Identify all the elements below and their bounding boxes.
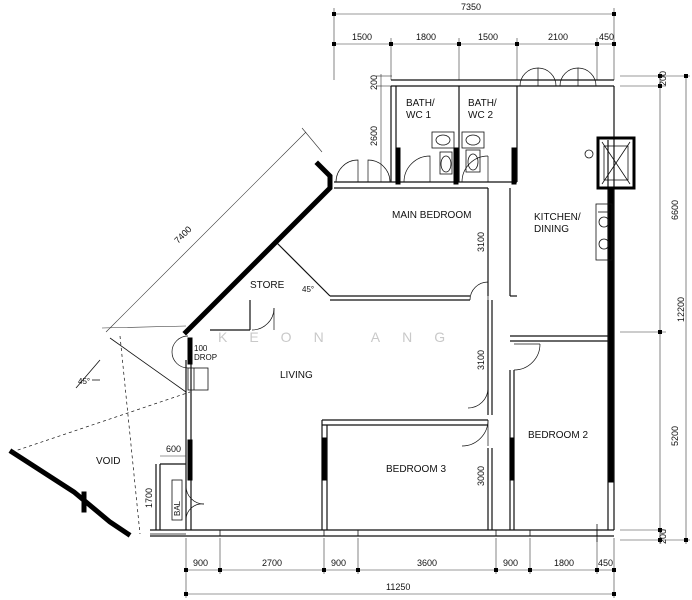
label-store: STORE [250, 280, 285, 291]
watermark: KEON ANG [218, 329, 467, 345]
label-kitchen-line1: KITCHEN/ [534, 212, 581, 223]
dim-interior-3100-a: 3100 [476, 232, 486, 252]
dim-left-bath: 2600 [369, 126, 379, 146]
label-bedroom-2: BEDROOM 2 [528, 430, 588, 441]
dim-interior-3100-b: 3100 [476, 350, 486, 370]
dim-balcony-width: 600 [166, 444, 181, 454]
windows [219, 524, 598, 542]
dim-left-bath-top: 200 [369, 75, 379, 90]
door-swings [171, 67, 597, 521]
dim-bottom-total: 11250 [386, 582, 410, 592]
bottom-dimension-lines [184, 538, 616, 598]
structural-walls [8, 147, 614, 538]
dim-top-4: 2100 [548, 32, 568, 42]
dim-bottom-3: 900 [331, 558, 346, 568]
diagonal-dimension [101, 127, 323, 333]
dim-right-bottom: 200 [658, 529, 668, 544]
dim-bottom-4: 3600 [417, 558, 437, 568]
label-bath2-line2: WC 2 [468, 110, 493, 121]
dim-top-2: 1800 [416, 32, 436, 42]
dim-top-3: 1500 [478, 32, 498, 42]
label-bedroom-3: BEDROOM 3 [386, 464, 446, 475]
label-living: LIVING [280, 370, 313, 381]
dim-right-top: 200 [658, 71, 668, 86]
label-bath1-line1: BATH/ [406, 98, 435, 109]
dim-bottom-6: 1800 [554, 558, 574, 568]
label-balcony: BAL [173, 500, 182, 516]
top-dimension-lines [332, 8, 616, 80]
walls [150, 79, 615, 537]
dim-bottom-1: 900 [193, 558, 208, 568]
bath-fixtures [431, 131, 485, 175]
label-kitchen-line2: DINING [534, 224, 569, 235]
label-void: VOID [96, 456, 120, 467]
label-bath2-line1: BATH/ [468, 98, 497, 109]
kitchen-fixtures [584, 136, 636, 261]
dim-right-lower: 5200 [670, 426, 680, 446]
dim-top-1: 1500 [352, 32, 372, 42]
dim-top-5: 450 [599, 32, 614, 42]
dim-balcony-height: 1700 [144, 488, 154, 508]
label-drop-line1: 100 [194, 344, 208, 353]
label-bath1-line2: WC 1 [406, 110, 431, 121]
dim-bottom-2: 2700 [262, 558, 282, 568]
right-dimension-lines [620, 74, 690, 544]
label-drop-line2: DROP [194, 353, 217, 362]
label-store-angle: 45° [302, 285, 314, 294]
dim-bottom-7: 450 [598, 558, 613, 568]
label-main-bedroom: MAIN BEDROOM [392, 210, 471, 221]
dim-right-upper: 6600 [670, 200, 680, 220]
label-void-angle: 45° [78, 377, 90, 386]
dim-diagonal: 7400 [172, 224, 193, 245]
dim-bottom-5: 900 [503, 558, 518, 568]
fridge-marker [584, 149, 594, 159]
dim-top-total: 7350 [461, 2, 481, 12]
dim-interior-3000: 3000 [476, 466, 486, 486]
void-area [11, 335, 191, 535]
dim-right-total: 12200 [676, 297, 686, 322]
